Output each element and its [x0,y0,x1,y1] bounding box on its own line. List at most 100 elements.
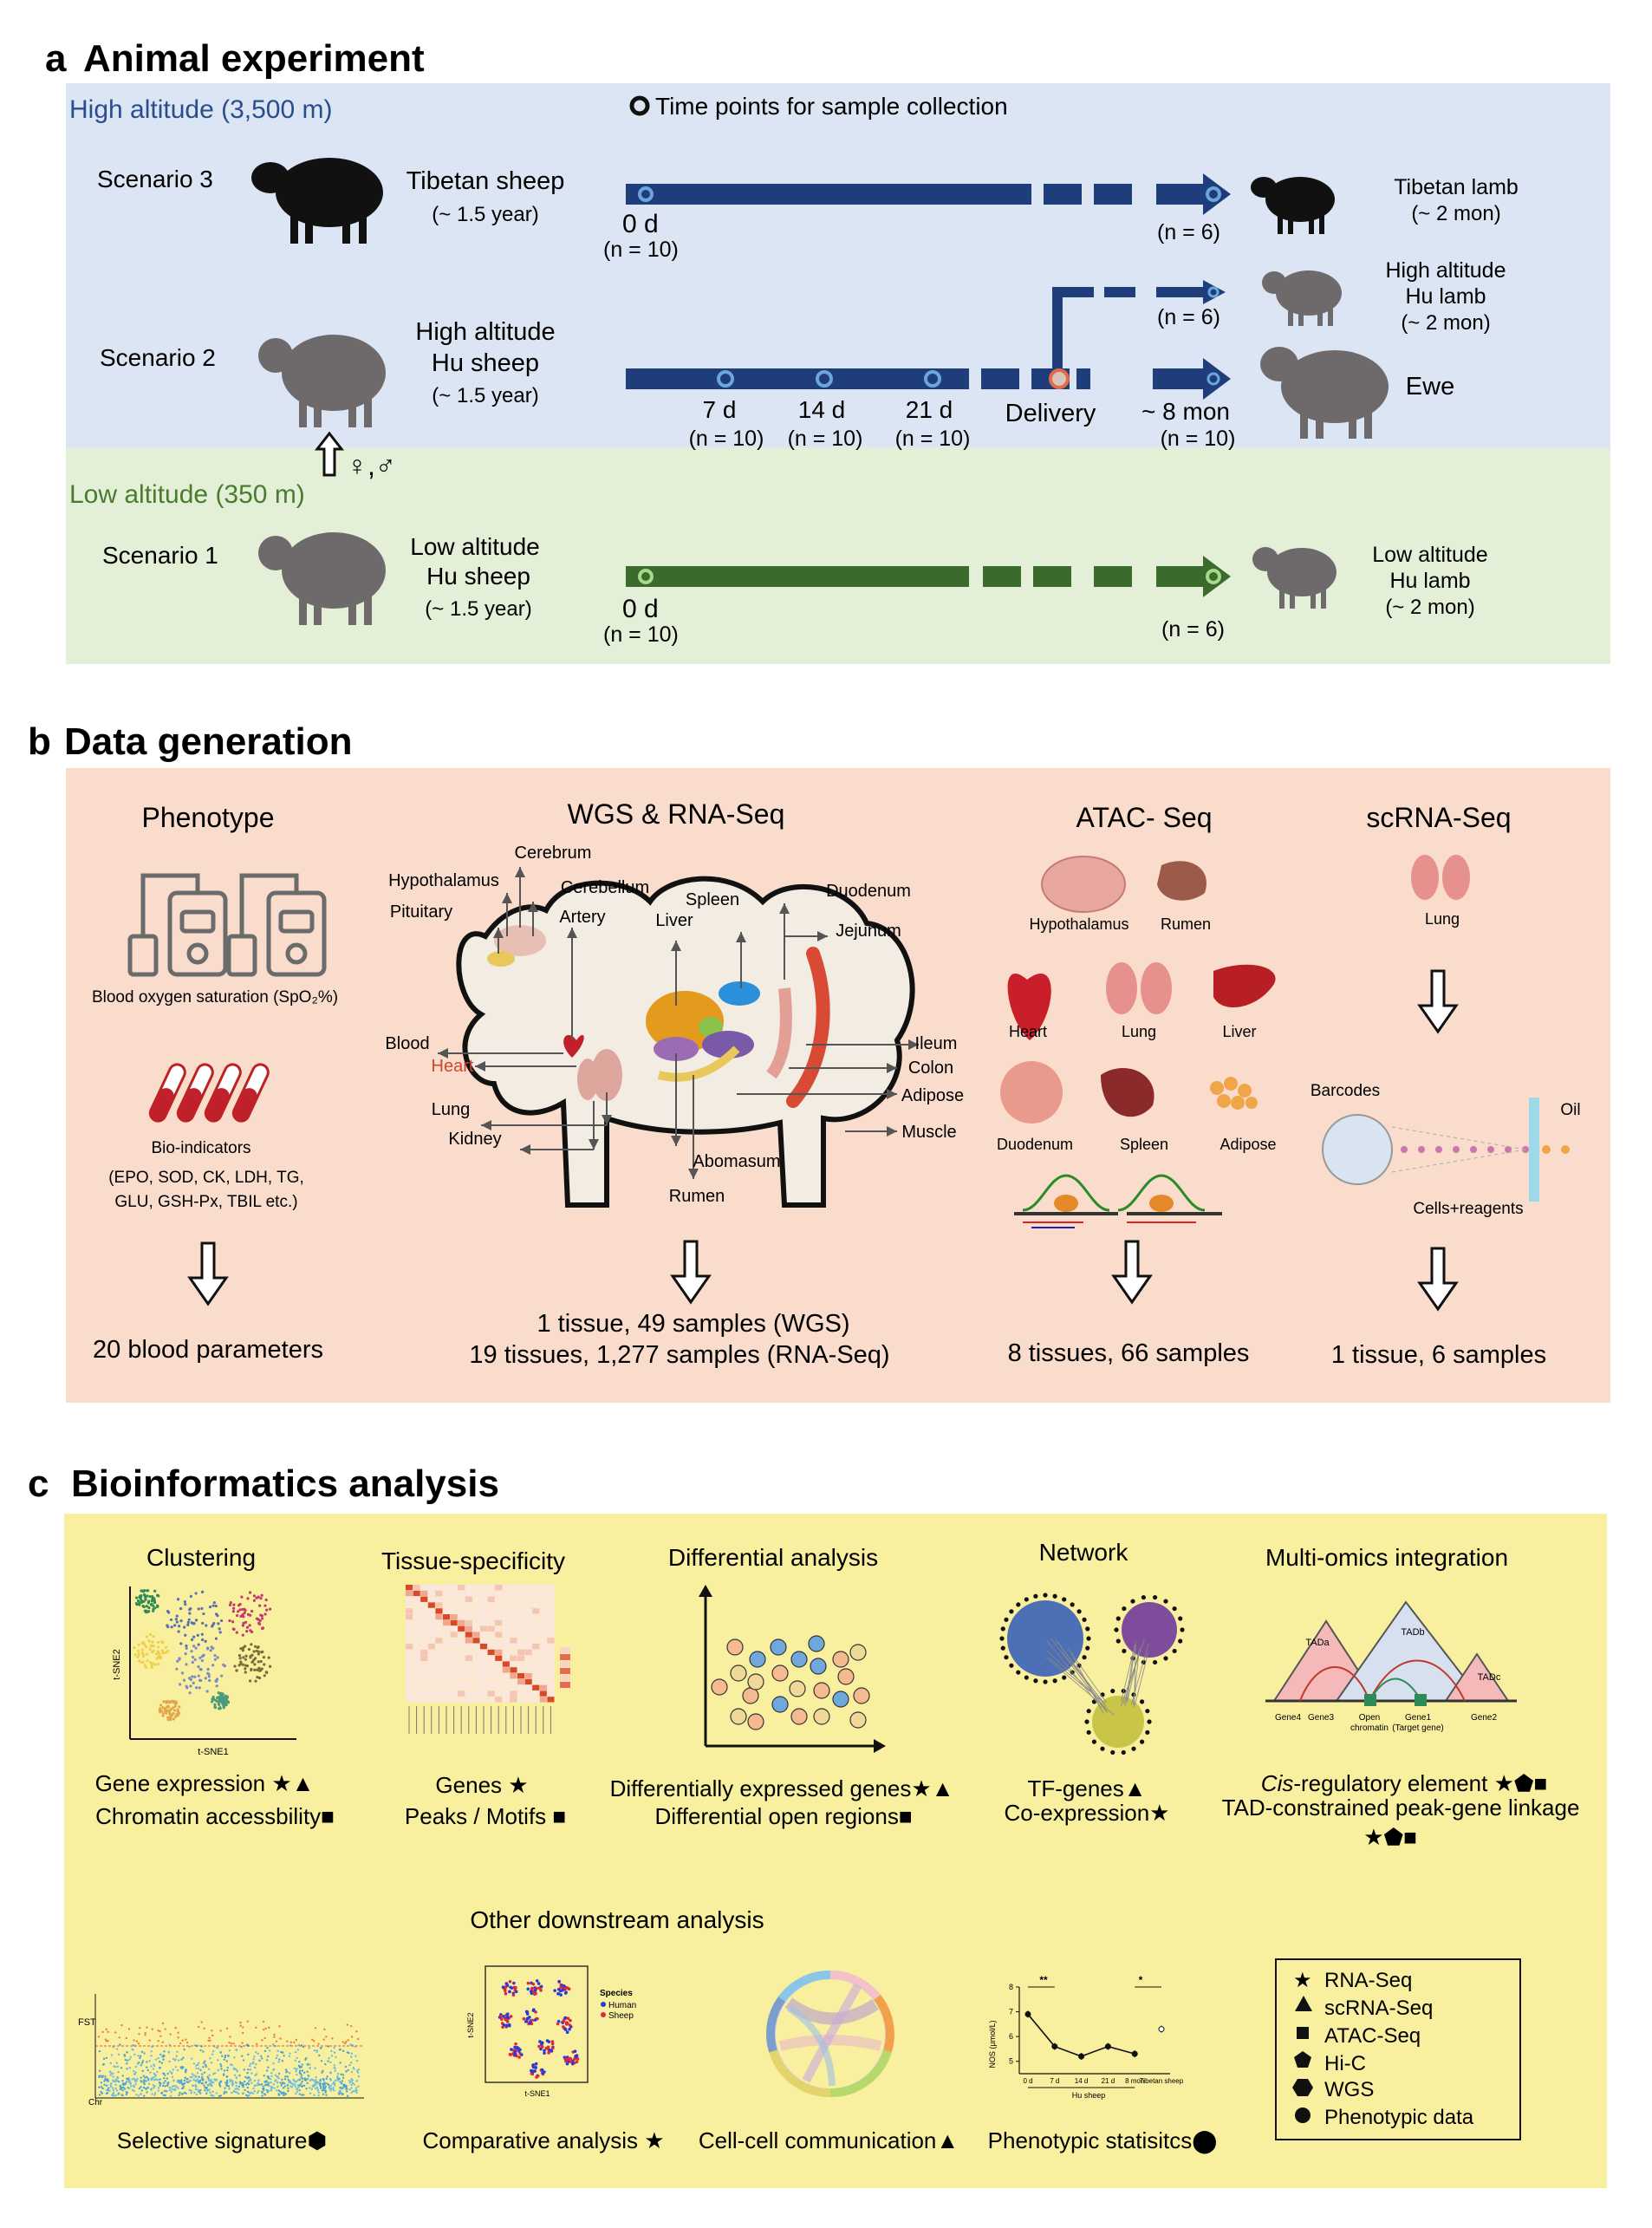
manhattan-point [125,2081,128,2083]
heatmap-cell [495,1697,503,1703]
manhattan-point [178,2080,181,2082]
differential-point [813,1682,830,1699]
network-title: Network [1039,1539,1129,1566]
manhattan-point [233,2074,237,2076]
manhattan-point [270,2088,273,2090]
manhattan-point [300,2082,302,2085]
network-node [1016,1670,1021,1675]
heatmap-cell [413,1644,420,1650]
manhattan-point [253,2055,256,2058]
manhattan-point [319,2078,322,2081]
heatmap-cell [532,1619,540,1626]
comparative-point [546,2046,550,2050]
tissue-label-colon: Colon [908,1059,953,1078]
manhattan-point [343,2085,347,2088]
cluster-dot [142,1593,146,1597]
cluster-dot [189,1678,193,1682]
comparative-point [543,2049,546,2053]
manhattan-point [279,2090,282,2094]
cluster-dot [178,1705,181,1709]
manhattan-point [344,2065,348,2068]
heatmap-cell [510,1697,517,1703]
manhattan-point [282,2087,285,2089]
cluster-dot [189,1606,192,1611]
manhattan-point [195,2093,198,2096]
heatmap-cell [547,1596,555,1602]
cluster-dot [183,1625,186,1629]
manhattan-point [280,2084,283,2087]
differential-point [837,1668,855,1685]
manhattan-point [276,2054,279,2057]
manhattan-point [296,2068,298,2070]
cluster-dot [176,1708,179,1711]
manhattan-point [133,2069,135,2073]
heatmap-cell [517,1590,525,1597]
manhattan-point [300,2094,303,2096]
heatmap-cell [502,1632,510,1638]
heatmap-cell [465,1644,472,1650]
manhattan-point [220,2065,223,2068]
comparative-point [539,2047,543,2051]
pheno-y-tick-label: 7 [1009,2008,1013,2016]
heatmap-cell [547,1644,555,1650]
cluster-dot [229,1600,232,1605]
differential-point [730,1664,747,1682]
manhattan-point [238,2074,241,2077]
comparative-point [556,2022,560,2026]
manhattan-point [222,2074,225,2076]
heatmap-cell [495,1619,503,1626]
comparative-point [537,2044,541,2049]
manhattan-point [138,2062,140,2064]
cluster-dot [145,1635,149,1638]
network-node [1152,1659,1158,1665]
heatmap-cell [406,1678,413,1685]
manhattan-point [309,2063,311,2066]
manhattan-point [332,2081,335,2084]
manhattan-point [279,2081,282,2084]
tissue-label-spleen: Spleen [686,890,739,909]
cluster-dot [204,1677,207,1680]
cluster-dot [261,1626,264,1630]
manhattan-point [302,2045,305,2049]
heatmap-cell [406,1614,413,1620]
network-node [1114,1627,1119,1632]
atac-tissue-duodenum: Duodenum [997,1136,1073,1153]
heatmap-cell [458,1602,465,1608]
manhattan-chr-label: Chr [88,2098,103,2107]
heatmap-cell [487,1638,495,1644]
manhattan-point [311,2078,315,2081]
manhattan-point [232,2042,235,2045]
manhattan-point [312,2040,315,2042]
cluster-dot [219,1695,224,1698]
heatmap-cell [487,1667,495,1673]
cluster-dot [190,1650,193,1653]
manhattan-point [246,2090,250,2093]
manhattan-point [249,2068,252,2071]
cluster-dot [186,1623,190,1627]
heatmap-cell [547,1585,555,1591]
manhattan-point [153,2072,155,2075]
manhattan-point [162,2094,166,2096]
cluster-dot [194,1592,198,1595]
manhattan-point [350,2055,353,2058]
manhattan-point [204,2060,206,2062]
manhattan-point [266,2069,269,2072]
manhattan-point [261,2090,263,2093]
manhattan-point [111,2087,114,2089]
manhattan-point [143,2079,146,2082]
cluster-dot [138,1601,141,1605]
network-edge [1048,1657,1103,1702]
cluster-dot [161,1714,165,1717]
heatmap-cell [427,1661,435,1667]
heatmap-cell [495,1655,503,1661]
heatmap-cell [517,1602,525,1608]
heatmap-cell [524,1667,532,1673]
tibetan-sheep-age: (~ 1.5 year) [432,203,538,226]
scenario-2-n-8mon: (n = 10) [1161,427,1236,451]
manhattan-point [185,2081,188,2083]
manhattan-point [283,2055,285,2057]
manhattan-point [105,2079,108,2081]
manhattan-point [149,2071,152,2074]
heatmap-cell [510,1619,517,1626]
comparative-point [562,2025,565,2029]
